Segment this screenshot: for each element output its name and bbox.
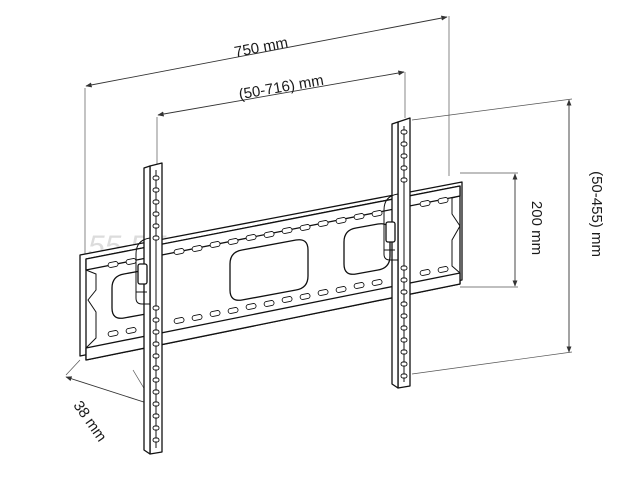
label-plate-height: 200 mm (528, 201, 545, 255)
label-wall-depth: 38 mm (70, 398, 110, 445)
wall-plate (79, 181, 463, 361)
dim-38-line (65, 376, 151, 405)
label-mounting-height-range: (50-455) mm (588, 171, 605, 257)
dimension-lines (65, 15, 572, 405)
dim-716-line (157, 70, 405, 117)
label-mounting-width-range: (50-716) mm (237, 72, 325, 104)
left-lock-screw (137, 263, 148, 285)
left-hook (135, 237, 151, 305)
plate-slots-lower (107, 266, 449, 337)
label-overall-width: 750 mm (233, 34, 289, 61)
plate-slots-upper (107, 197, 449, 268)
right-arm-holes (400, 129, 408, 379)
right-mounting-arm (383, 117, 411, 389)
plate-cutouts (111, 223, 391, 319)
right-lock-screw (385, 221, 396, 243)
right-hook (383, 193, 399, 261)
left-arm-holes (152, 175, 160, 443)
dim-750-line (85, 15, 448, 88)
left-mounting-arm (135, 162, 163, 455)
